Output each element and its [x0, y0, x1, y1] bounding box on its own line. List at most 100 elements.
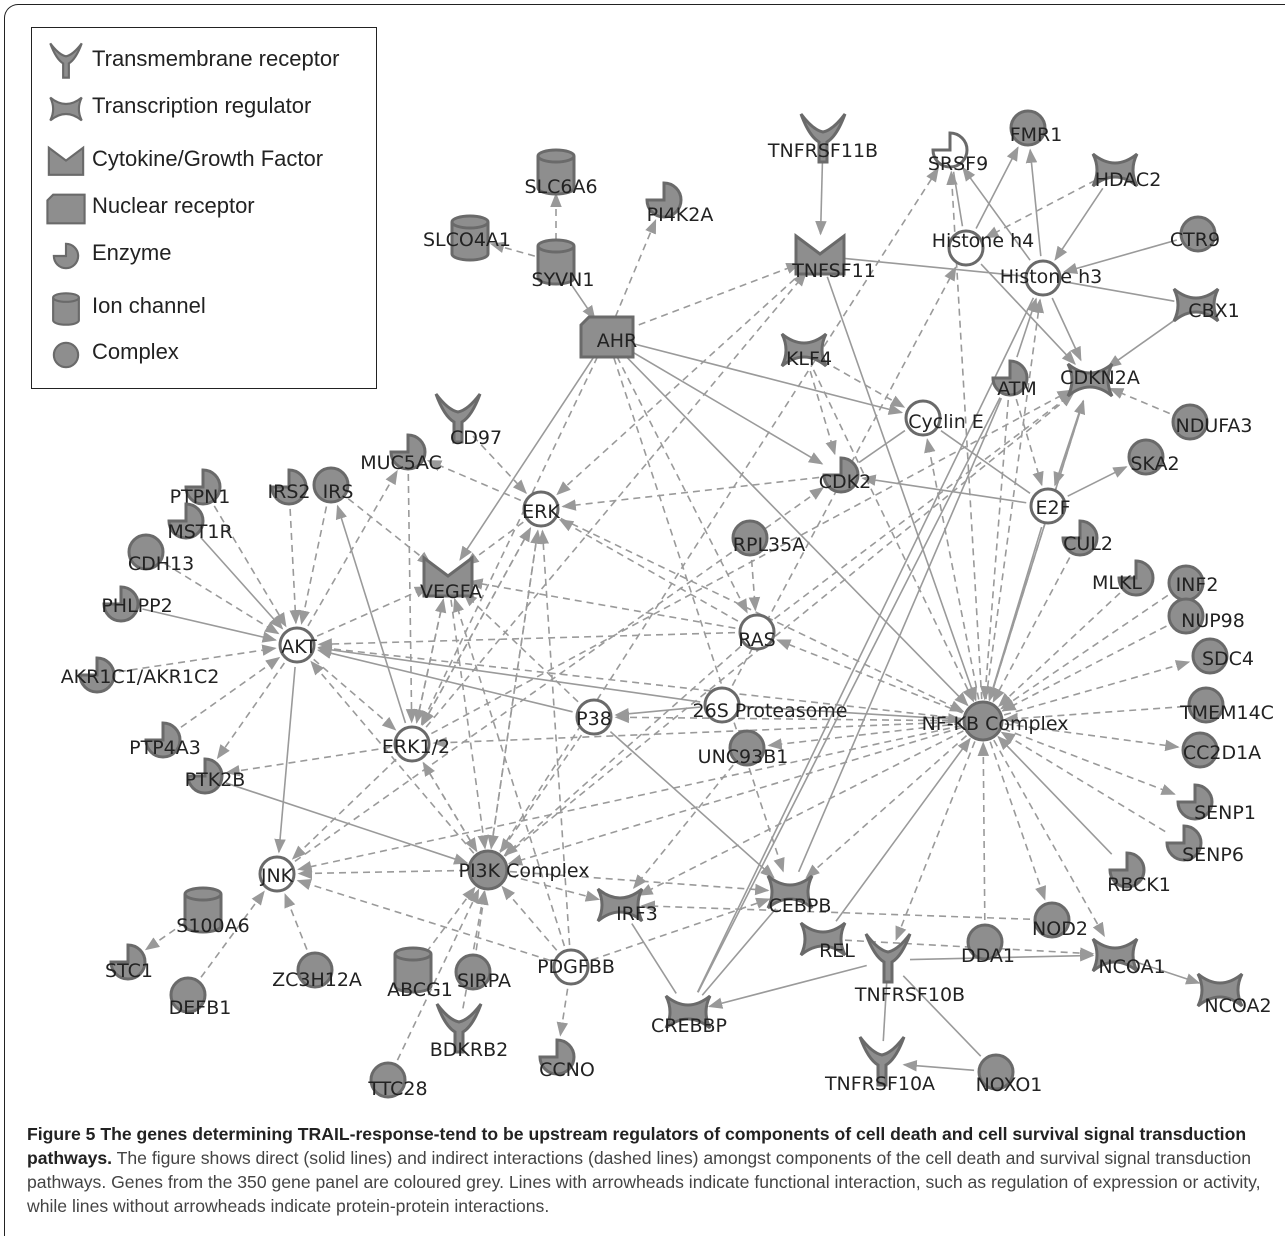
node-label: NDUFA3 — [1175, 415, 1252, 437]
node-label: JNK — [260, 865, 294, 887]
complex-icon — [467, 849, 509, 891]
figure-frame — [4, 4, 1285, 1236]
complex-icon — [1029, 487, 1067, 525]
node-srsf9: SRSF9 — [928, 131, 988, 175]
node-hdac2: HDAC2 — [1091, 152, 1161, 191]
edge-NFKB-CDKN2A — [988, 399, 1086, 701]
legend-label: Transmembrane receptor — [92, 46, 340, 71]
node-label: NCOA2 — [1204, 995, 1271, 1017]
node-label: SIRPA — [457, 970, 511, 992]
edge-CUL2-NFKB — [992, 557, 1071, 703]
edge-IRS2-AKT — [289, 508, 301, 625]
edge-TNFRSF10B-CREBBP — [707, 964, 867, 1009]
node-ska2: SKA2 — [1127, 438, 1180, 476]
transmembrane-receptor-icon — [434, 393, 482, 444]
node-label: CD97 — [450, 427, 502, 449]
node-label: SRSF9 — [928, 153, 988, 175]
edge-DDA1-NFKB — [977, 741, 990, 921]
edge-26S-AKT — [317, 644, 701, 703]
transcription-regulator-icon — [1196, 972, 1244, 1008]
node-irs2: IRS2 — [268, 468, 310, 506]
edge-CEBPB-ATM — [797, 397, 1003, 873]
complex-icon — [1009, 109, 1047, 147]
complex-icon — [1127, 438, 1165, 476]
enzyme-icon — [991, 359, 1029, 397]
complex-icon — [312, 466, 350, 504]
node-label: 26S Proteasome — [693, 700, 848, 722]
transmembrane-receptor-icon — [858, 1036, 906, 1087]
node-label: S100A6 — [176, 915, 249, 937]
enzyme-icon — [1165, 824, 1203, 862]
edge-RAS-CDKN2A — [774, 392, 1074, 620]
node-label: CEBPB — [769, 895, 832, 917]
node-label: RBCK1 — [1107, 874, 1171, 896]
edge-CEBPB-CREBBP — [701, 908, 777, 996]
enzyme-icon — [109, 943, 147, 981]
complex-icon — [1033, 901, 1071, 939]
edge-TNFSF11-NFKB — [826, 276, 977, 702]
edge-KLF4-NFKB — [812, 369, 975, 703]
node-histoneh4: Histone h4 — [932, 229, 1034, 267]
node-cbx1: CBX1 — [1172, 287, 1240, 323]
complex-icon — [1181, 731, 1219, 769]
edge-AHR-CEBPB — [613, 357, 785, 873]
edge-AHR-CyclinE — [628, 341, 904, 415]
edge-IRS-AKT — [298, 506, 328, 625]
node-label: CREBBP — [651, 1015, 727, 1037]
node-s100a6: S100A6 — [176, 886, 250, 937]
node-jnk: JNK — [258, 855, 296, 893]
node-inf2: INF2 — [1167, 564, 1218, 602]
edge-SYVN1-SLCO4A1 — [489, 241, 536, 257]
edge-SYVN1-AHR — [567, 279, 596, 320]
enzyme-icon — [931, 131, 969, 169]
node-label: CUL2 — [1063, 533, 1113, 555]
edge-TTC28-PI3K — [396, 888, 480, 1061]
node-label: ABCG1 — [387, 979, 453, 1001]
node-label: AHR — [597, 330, 638, 352]
complex-icon — [1167, 597, 1205, 635]
edge-PI3K-SRSF9 — [499, 167, 939, 852]
node-rel: REL — [799, 921, 855, 962]
edge-CREBBP-Histoneh3 — [696, 297, 1035, 993]
node-label: E2F — [1035, 497, 1070, 519]
node-label: RAS — [738, 629, 776, 651]
edge-PDGFBB-CCNO — [556, 988, 569, 1037]
node-label: PTP4A3 — [129, 737, 201, 759]
complex-icon — [278, 626, 316, 664]
edge-P38-CEBPB — [609, 731, 775, 879]
edge-NFKB-PI3K — [507, 726, 963, 866]
transcription-regulator-icon — [49, 96, 83, 122]
complex-icon — [1191, 637, 1229, 675]
edge-26S-NFKB — [743, 705, 963, 725]
node-label: UNC93B1 — [698, 746, 789, 768]
node-cycline: Cyclin E — [904, 399, 984, 437]
edge-SRSF9-Histoneh4 — [952, 171, 964, 227]
node-ptp4a3: PTP4A3 — [129, 721, 201, 759]
edge-PTK2B-PI3K — [225, 782, 469, 865]
edge-AHR-VEGFA — [459, 354, 596, 561]
node-histoneh3: Histone h3 — [1000, 259, 1102, 297]
edge-MUC5AC-ERK12 — [405, 473, 418, 724]
edge-HDAC2-Histoneh3 — [1054, 187, 1104, 261]
node-tnfsf11: TNFSF11 — [791, 233, 876, 282]
enzyme-icon — [52, 242, 80, 270]
node-label: CC2D1A — [1183, 742, 1261, 764]
edge-PI3K-ERK12 — [422, 761, 478, 852]
node-label: AKR1C1/AKR1C2 — [61, 666, 220, 688]
node-label: AKT — [281, 636, 317, 658]
node-mlkl: MLKL — [1092, 559, 1155, 597]
node-ptpn1: PTPN1 — [170, 468, 230, 508]
edge-NFKB-ERK12 — [432, 721, 962, 749]
edge-TNFRSF10B-NCOA1 — [909, 950, 1095, 962]
transmembrane-receptor-icon — [799, 113, 847, 164]
node-label: TTC28 — [367, 1078, 427, 1100]
node-unc93b1: UNC93B1 — [698, 729, 789, 768]
node-label: TNFRSF10A — [824, 1073, 935, 1095]
node-label: P38 — [576, 708, 612, 730]
complex-icon — [575, 698, 613, 736]
edge-KLF4-CDK2 — [809, 370, 837, 456]
node-nod2: NOD2 — [1032, 901, 1088, 940]
node-slc6a6: SLC6A6 — [524, 148, 598, 198]
node-label: MST1R — [167, 521, 232, 543]
node-irs: IRS — [312, 466, 353, 504]
